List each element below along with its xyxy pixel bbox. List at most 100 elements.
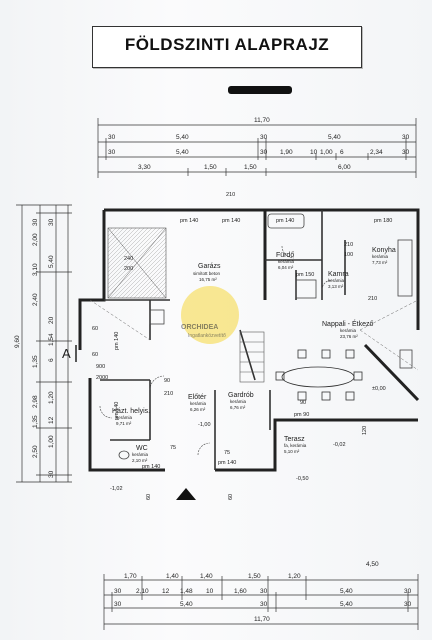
left-dimension-labels: 9,60 30 2,00 3,10 2,40 1,35 2,98 1,35 2,… bbox=[14, 218, 55, 478]
bathtub bbox=[267, 213, 305, 229]
top-dim-label: 30 bbox=[402, 134, 410, 141]
top-dim-label: 1,90 bbox=[280, 149, 293, 156]
watermark-logo bbox=[181, 286, 239, 344]
level-main: ±0,00 bbox=[372, 386, 386, 392]
opening-label: 100 bbox=[344, 252, 353, 258]
opening-label: pm 140 bbox=[114, 332, 120, 350]
left-dim-label: 12 bbox=[48, 416, 55, 424]
left-dim-label: 30 bbox=[48, 470, 55, 478]
kitchen-counter bbox=[397, 239, 413, 297]
top-dim-label: 1,00 bbox=[320, 149, 333, 156]
top-dim-label: 30 bbox=[108, 149, 116, 156]
left-dim-label: 30 bbox=[32, 218, 39, 226]
opening-label: 240 bbox=[124, 256, 133, 262]
hall-area: 6,26 m² bbox=[190, 407, 206, 412]
level-marks: ±0,00 -1,00 -0,02 -0,50 -1,02 bbox=[110, 386, 386, 492]
top-dim-label: 1,50 bbox=[244, 164, 257, 171]
wc-material: kerámia bbox=[132, 452, 149, 457]
left-dim-label: 2,50 bbox=[32, 445, 39, 458]
opening-label: 900 bbox=[96, 364, 105, 370]
terrace-material: fa, kerámia bbox=[284, 443, 307, 448]
bottom-dim-label: 30 bbox=[404, 601, 412, 608]
bottom-dim-label: 4,50 bbox=[366, 561, 379, 568]
hall-material: kerámia bbox=[190, 401, 207, 406]
pantry-name: Kamra bbox=[328, 271, 349, 278]
left-dim-label: 3,10 bbox=[32, 263, 39, 276]
left-dim-label: 1,00 bbox=[48, 435, 55, 448]
left-dim-label: 1,35 bbox=[32, 415, 39, 428]
opening-label: 90 bbox=[300, 400, 306, 406]
top-dimension-labels: 11,70 30 5,40 30 5,40 30 30 5,40 30 1,90… bbox=[108, 117, 410, 171]
sink-fixture bbox=[149, 309, 165, 325]
left-dim-label: 30 bbox=[48, 218, 55, 226]
opening-label: pm 140 bbox=[142, 464, 160, 470]
level-hall: -1,00 bbox=[198, 422, 211, 428]
pantry-area: 3,13 m² bbox=[328, 284, 344, 289]
level-outside: -0,50 bbox=[296, 476, 309, 482]
bottom-dim-label: 1,60 bbox=[234, 588, 247, 595]
utility-material: kerámia bbox=[116, 415, 133, 420]
opening-label: pm 140 bbox=[180, 218, 198, 224]
wc-name: WC bbox=[136, 445, 148, 452]
top-dim-label: 6 bbox=[340, 149, 344, 156]
garage-storage-diag bbox=[107, 227, 167, 299]
opening-label: 120 bbox=[362, 426, 368, 435]
kitchen-name: Konyha bbox=[372, 247, 396, 254]
garage-name: Garázs bbox=[198, 263, 221, 270]
bottom-dimension-labels: 1,70 1,40 1,40 1,50 1,20 4,50 30 2,10 12… bbox=[114, 561, 412, 623]
dining-table bbox=[275, 349, 363, 401]
bottom-dim-label: 5,40 bbox=[340, 601, 353, 608]
left-dim-label: 1,54 bbox=[48, 333, 55, 346]
title-box: FÖLDSZINTI ALAPRAJZ bbox=[92, 26, 362, 68]
utility-area: 9,71 m² bbox=[116, 421, 132, 426]
bottom-dim-label: 2,10 bbox=[136, 588, 149, 595]
bottom-dim-label: 30 bbox=[260, 601, 268, 608]
level-terrace: -0,02 bbox=[333, 442, 346, 448]
opening-label: pm 140 bbox=[218, 460, 236, 466]
garage-area: 16,75 m² bbox=[199, 277, 217, 282]
opening-label: 75 bbox=[170, 445, 176, 451]
opening-label: pm 90 bbox=[294, 412, 309, 418]
pantry-material: kerámia bbox=[328, 278, 345, 283]
top-dim-label: 30 bbox=[260, 149, 268, 156]
stairs bbox=[239, 331, 265, 383]
top-dim-label: 30 bbox=[402, 149, 410, 156]
bath-name: Fürdő bbox=[276, 252, 294, 259]
wardrobe-material: kerámia bbox=[230, 399, 247, 404]
top-dim-label: 30 bbox=[108, 134, 116, 141]
opening-label: 210 bbox=[226, 192, 235, 198]
shower-tray bbox=[295, 279, 317, 299]
terrace-area: 5,10 m² bbox=[284, 449, 300, 454]
top-dim-label: 5,40 bbox=[328, 134, 341, 141]
left-total-dim: 9,60 bbox=[14, 335, 21, 348]
top-dim-label: 2,34 bbox=[370, 149, 383, 156]
top-dim-label: 5,40 bbox=[176, 134, 189, 141]
left-dim-label: 2,40 bbox=[32, 293, 39, 306]
garage-material: simított beton bbox=[193, 271, 221, 276]
kitchen-material: kerámia bbox=[372, 254, 389, 259]
opening-label: pm 150 bbox=[296, 272, 314, 278]
bottom-dim-label: 30 bbox=[260, 588, 268, 595]
bottom-dim-label: 1,48 bbox=[180, 588, 193, 595]
bath-area: 6,04 m² bbox=[278, 265, 294, 270]
bottom-dim-label: 1,50 bbox=[248, 573, 261, 580]
toilet-fixture bbox=[118, 450, 130, 460]
plan-title: FÖLDSZINTI ALAPRAJZ bbox=[124, 35, 330, 54]
living-dashed-lines bbox=[89, 299, 419, 371]
wc-area: 2,10 m² bbox=[132, 458, 148, 463]
bottom-dim-label: 12 bbox=[162, 588, 170, 595]
bottom-dim-label: 30 bbox=[114, 588, 122, 595]
bath-material: kerámia bbox=[278, 259, 295, 264]
opening-label: 90 bbox=[164, 378, 170, 384]
opening-label: 60 bbox=[146, 494, 152, 500]
left-dimensions bbox=[16, 204, 72, 483]
opening-label: pm 180 bbox=[374, 218, 392, 224]
left-dim-label: 1,35 bbox=[32, 355, 39, 368]
room-labels: Garázs simított beton 16,75 m² Fürdő ker… bbox=[112, 247, 396, 463]
bottom-dim-label: 1,20 bbox=[288, 573, 301, 580]
watermark-subtext: Ingatlanközvetítő bbox=[188, 333, 226, 339]
section-mark: A bbox=[62, 346, 71, 361]
top-total-dim: 11,70 bbox=[254, 117, 270, 124]
left-dim-label: 5,40 bbox=[48, 255, 55, 268]
